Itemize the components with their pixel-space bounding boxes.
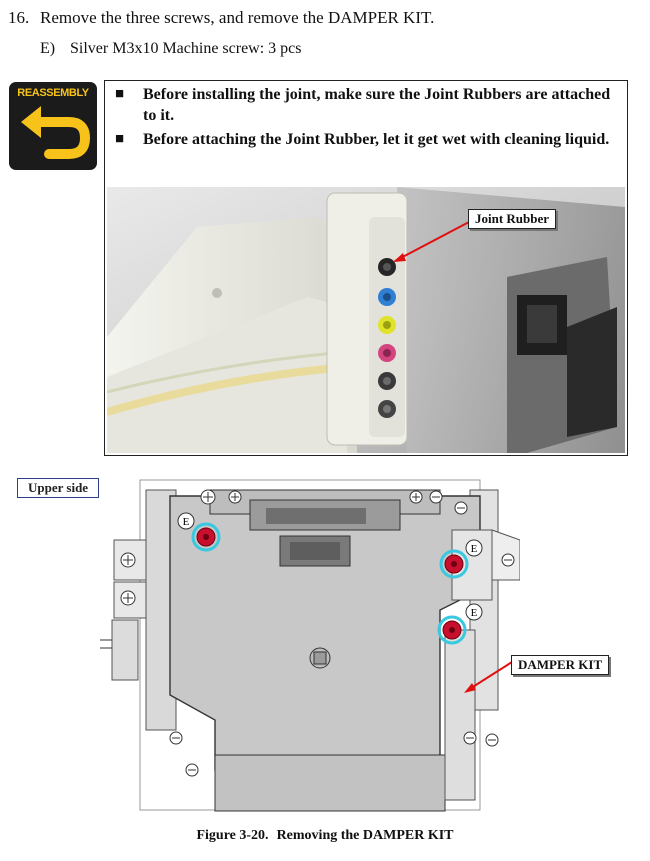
damper-kit-diagram: E E E [100,479,520,812]
screw-e-2: E [439,539,483,579]
return-arrow-icon [21,106,91,159]
screw-spec: E) Silver M3x10 Machine screw: 3 pcs [40,40,302,58]
screw-marker-label: E [183,516,190,528]
screw-marker-label: E [471,607,478,619]
figure-title: Removing the DAMPER KIT [276,828,454,843]
screw-spec-text: Silver M3x10 Machine screw: 3 pcs [70,40,302,57]
reassembly-note-box: ■ Before installing the joint, make sure… [104,80,628,456]
joint-rubber-callout: Joint Rubber [468,209,557,229]
note-text: Before installing the joint, make sure t… [143,86,611,124]
joint-rubbers [378,258,396,418]
reassembly-label: REASSEMBLY [17,87,89,99]
note-text: Before attaching the Joint Rubber, let i… [143,131,610,148]
screw-e-3: E [437,603,483,645]
note-item: ■ Before attaching the Joint Rubber, let… [115,129,617,150]
upper-side-label: Upper side [17,478,100,498]
square-bullet-icon: ■ [115,86,125,102]
step-number: 16. [8,8,30,27]
damper-kit-callout: DAMPER KIT [511,655,610,675]
screw-marker-label: E [471,543,478,555]
step-heading: 16. Remove the three screws, and remove t… [8,8,434,28]
figure-caption: Figure 3-20. Removing the DAMPER KIT [0,828,650,844]
figure-number: Figure 3-20. [196,828,269,843]
note-item: ■ Before installing the joint, make sure… [115,84,617,126]
screw-e-1: E [177,512,221,552]
joint-photo [107,187,625,453]
step-text: Remove the three screws, and remove the … [40,8,435,27]
square-bullet-icon: ■ [115,131,125,147]
note-list: ■ Before installing the joint, make sure… [105,81,627,153]
reassembly-icon: REASSEMBLY [9,82,97,170]
screw-spec-letter: E) [40,40,56,57]
